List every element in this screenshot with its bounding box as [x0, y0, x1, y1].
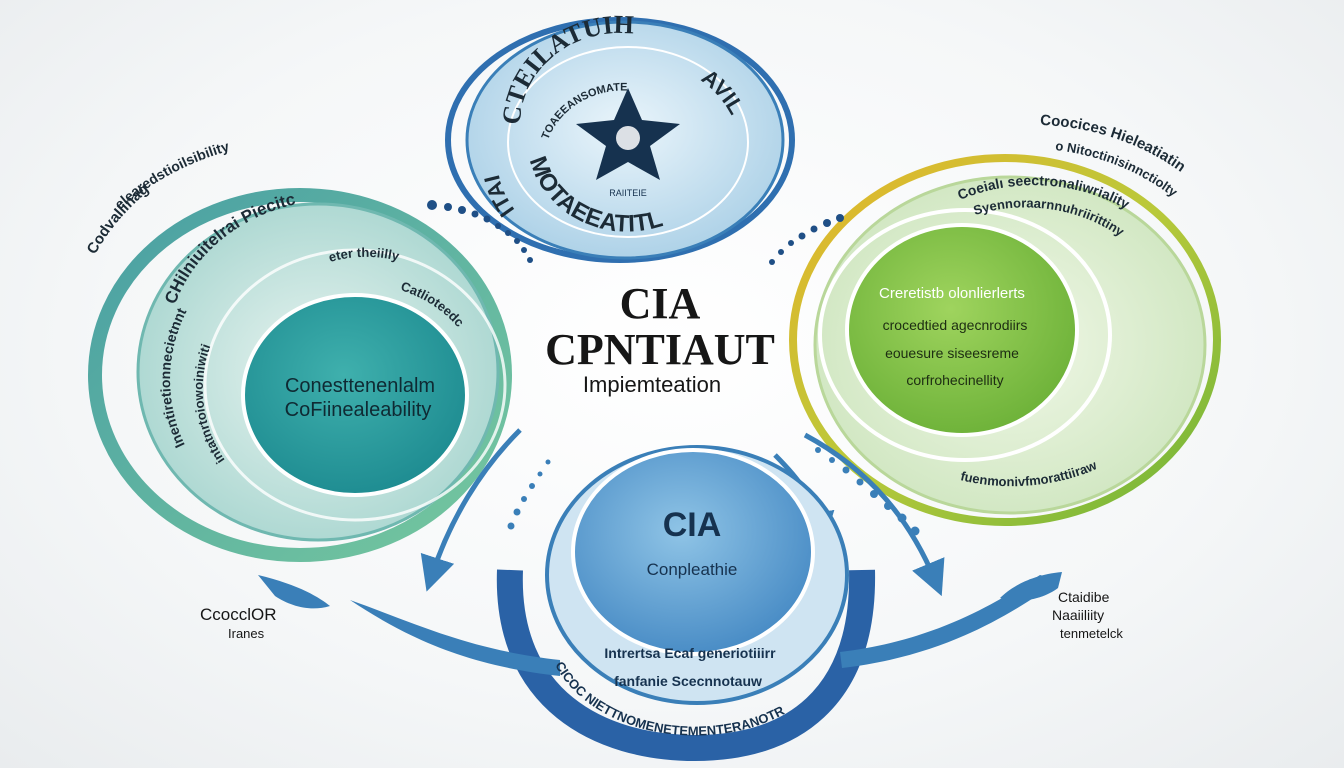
left-fish-shape	[258, 575, 330, 609]
right-inner-line3: eouesure siseesreme	[885, 345, 1019, 361]
bottom-swoosh-left	[350, 600, 560, 676]
center-title-line2: CPNTIAUT	[545, 325, 775, 374]
top-outer-swoosh	[445, 17, 795, 263]
right-fish-shape	[1000, 572, 1062, 601]
right-side-label-2: Naaiiliity	[1052, 607, 1104, 623]
top-circle-group: RAIITEIE CTEILATUIH TOAEEANSOMATE MOTAEE…	[445, 10, 795, 263]
top-inner-ring	[507, 46, 749, 238]
bottom-inner-line1: CIA	[663, 506, 722, 544]
bottom-inner-line2: Conpleathie	[647, 560, 738, 579]
bottom-inner-circle	[571, 448, 815, 656]
right-inner-line2: crocedtied agecnrodiirs	[883, 317, 1028, 333]
bottom-circle-group: CIA Conpleathie Intrertsa Ecaf generioti…	[258, 445, 1062, 762]
arrow-left-down	[420, 428, 522, 592]
dots-bottom-left	[507, 459, 551, 530]
bottom-ring-line1: Intrertsa Ecaf generiotiiirr	[604, 645, 776, 661]
dots-top-right	[769, 214, 844, 265]
left-inner-line2: CoFiinealeability	[285, 399, 432, 421]
right-inner-line1: Creretistb olonlierlerts	[879, 285, 1025, 302]
left-side-label-1: CcocclOR	[200, 605, 277, 624]
left-ring-small-1: eter theiilly	[327, 245, 401, 265]
center-title-group: CIA CPNTIAUT Impiemteation	[545, 279, 775, 397]
left-ring-small-1-text: eter theiilly	[327, 245, 401, 265]
right-inner-line4: corfrohecinellity	[906, 372, 1003, 388]
side-labels: CcocclOR Iranes Ctaidibe Naaiiliity tenm…	[200, 589, 1123, 641]
center-title-line1: CIA	[620, 279, 701, 328]
star-caption: RAIITEIE	[609, 188, 647, 198]
right-side-label-1: Ctaidibe	[1058, 589, 1110, 605]
right-inner-circle	[845, 223, 1079, 437]
arrow-right-down	[803, 432, 945, 597]
left-outer-caption-2: Codvallinagation	[0, 0, 152, 257]
right-middle-ring	[818, 208, 1112, 462]
bottom-ring-line2: fanfanie Scecnnotauw	[614, 673, 762, 689]
center-subtitle: Impiemteation	[583, 372, 721, 397]
right-circle-group: Creretistb olonlierlerts crocedtied agec…	[789, 112, 1221, 526]
star-emblem-icon	[616, 126, 640, 150]
right-side-label-3: tenmetelck	[1060, 626, 1123, 641]
dots-top-left	[427, 200, 533, 263]
left-outer-caption-2-text: Codvallinagation	[0, 0, 152, 257]
left-middle-ring	[203, 248, 507, 522]
left-side-label-2: Iranes	[228, 626, 265, 641]
left-inner-line1: Conesttenenlalm	[285, 375, 435, 397]
left-circle-group: Conesttenenlalm CoFiinealeability CHilni…	[0, 0, 512, 562]
left-inner-circle	[241, 293, 469, 497]
right-outer-swoosh	[789, 154, 1221, 526]
